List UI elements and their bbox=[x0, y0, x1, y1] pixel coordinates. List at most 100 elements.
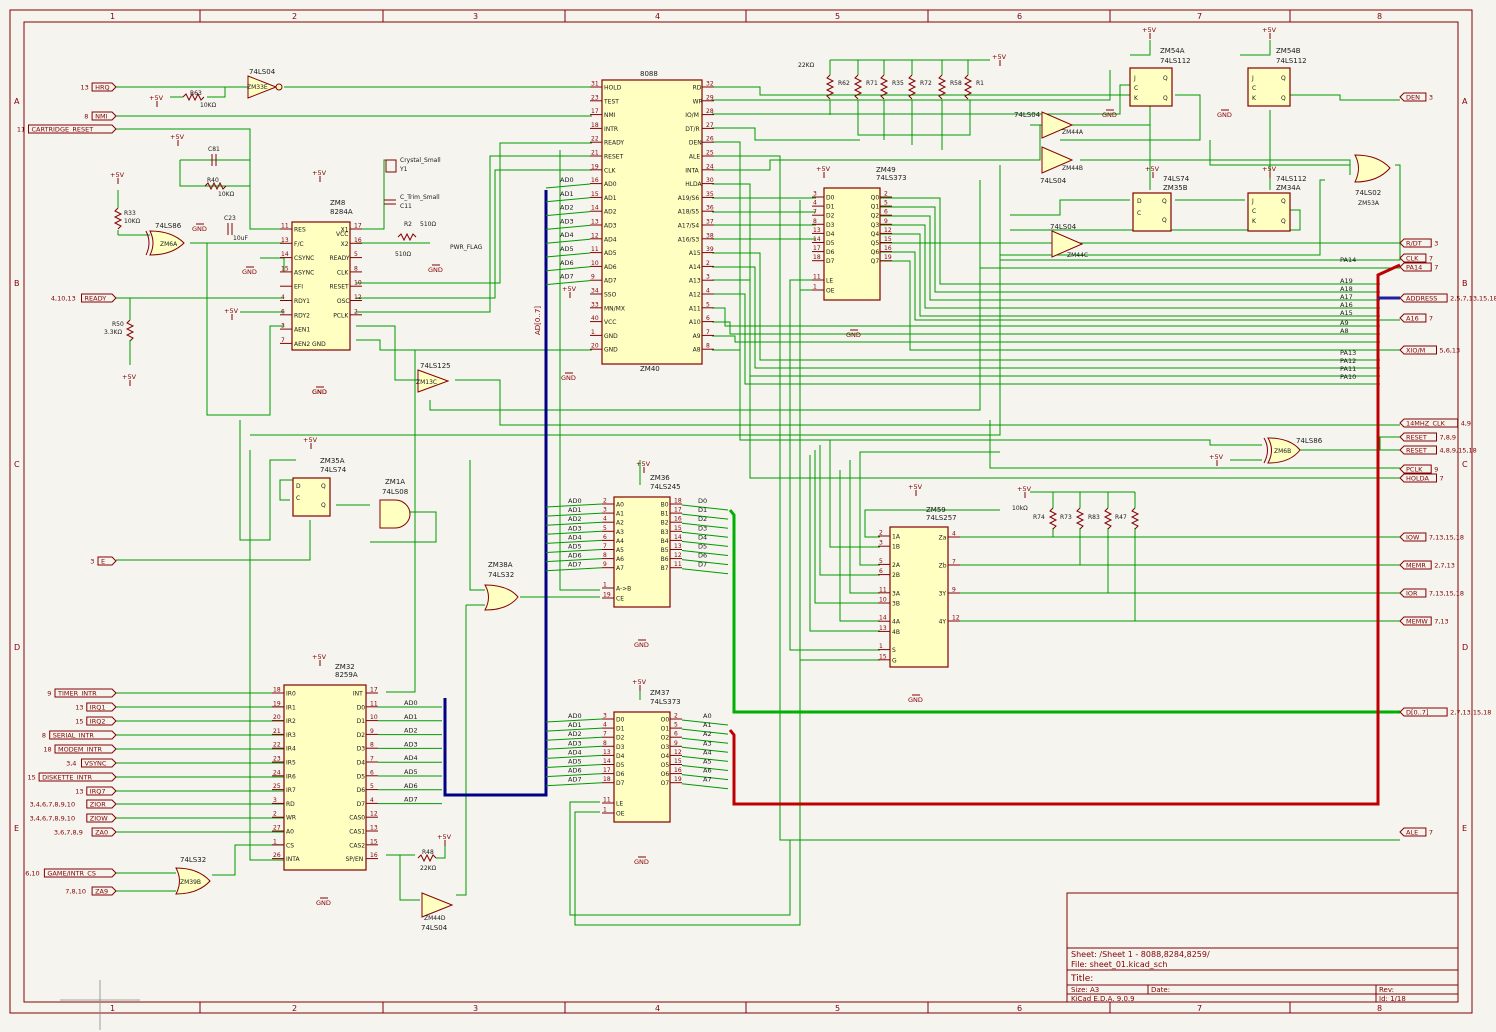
border-col-top: 8 bbox=[1377, 12, 1382, 21]
title-block-sheet: Sheet: /Sheet 1 - 8088,8284,8259/ bbox=[1071, 950, 1210, 959]
ic-pin-label: INTA bbox=[286, 856, 300, 863]
ic-pin-label: IR6 bbox=[286, 773, 296, 780]
ic-pin-number: 15 bbox=[674, 758, 682, 765]
net-label-latch-ad: AD5 bbox=[568, 758, 582, 766]
net-label-xcvr-ad: AD1 bbox=[568, 506, 582, 514]
gnd-label: GND bbox=[242, 268, 257, 276]
gate-zm6b: 74LS86 ZM6B bbox=[1263, 437, 1323, 464]
ic-pin-number: 16 bbox=[674, 516, 682, 523]
ic-pin-number: 15 bbox=[884, 236, 892, 243]
ic-pin-label: D1 bbox=[616, 726, 625, 733]
ic-pin-label: CSYNC bbox=[294, 255, 314, 262]
net-wire bbox=[545, 238, 591, 244]
ad-bus-label: AD[0..7] bbox=[534, 306, 542, 335]
port-page-ref: 7 bbox=[1429, 829, 1433, 837]
ic-pin-label: A->B bbox=[616, 586, 631, 593]
gate-zm1a-ref: ZM1A bbox=[385, 478, 405, 486]
ic-pin-number: 3 bbox=[273, 797, 277, 804]
ic-pin-number: 8 bbox=[813, 218, 817, 225]
ic-pin-number: 9 bbox=[952, 587, 956, 594]
ic-pin-label: RDY2 bbox=[294, 312, 310, 319]
ic-pin-label: OE bbox=[826, 288, 835, 295]
net-label-pic-d: AD2 bbox=[404, 727, 418, 735]
port-page-ref: 3,6,7,8,9 bbox=[54, 829, 83, 837]
vcc-label: +5V bbox=[992, 53, 1007, 61]
resistor bbox=[1103, 507, 1113, 530]
net-label-right-bus: A17 bbox=[1340, 293, 1353, 301]
port-page-ref: 13 bbox=[81, 84, 89, 92]
ic-pin-label: CLK bbox=[337, 269, 350, 276]
r33-ref: R33 bbox=[124, 210, 136, 217]
net-wire bbox=[545, 558, 603, 563]
r2-value: 510Ω bbox=[420, 221, 436, 228]
gate-zm44d-name: 74LS04 bbox=[421, 924, 448, 932]
port-shape bbox=[1399, 92, 1427, 102]
ic-layer: 8088ZM4031HOLD23TEST17NMI18INTR22READY21… bbox=[272, 70, 960, 871]
c23-value: 10uF bbox=[233, 235, 248, 242]
ic-ref: ZM8 bbox=[330, 199, 345, 207]
gate-zm33e-ref: ZM33E bbox=[247, 84, 268, 91]
ic-pin-number: 6 bbox=[674, 731, 678, 738]
ic-pin-number: 7 bbox=[603, 543, 607, 550]
ff-zm54a-ref: ZM54A bbox=[1160, 47, 1185, 55]
port-page-ref: 4,8,9,15,18 bbox=[1440, 447, 1477, 455]
port-page-ref: 3,4 bbox=[66, 760, 76, 768]
ic-pin-number: 20 bbox=[591, 343, 599, 350]
port-label: MEMR bbox=[1406, 562, 1426, 570]
ic-pin-label: S bbox=[892, 647, 896, 654]
ic-pin-number: 7 bbox=[952, 559, 956, 566]
vcc-label: +5V bbox=[1142, 26, 1157, 34]
ic-pin-number: 3 bbox=[706, 274, 710, 281]
ic-pin-number: 20 bbox=[273, 714, 281, 721]
ic-pin-number: 11 bbox=[591, 246, 599, 253]
ic-xcvr: 74LS245ZM362A03A14A25A36A47A58A69A71A->B… bbox=[602, 474, 682, 608]
ic-pin-label: RD bbox=[693, 85, 702, 92]
ic-pin-number: 7 bbox=[706, 329, 710, 336]
ic-pin-number: 6 bbox=[603, 534, 607, 541]
gate-zm44a-name: 74LS04 bbox=[1014, 111, 1041, 119]
net-label-right-bus: PA14 bbox=[1340, 256, 1356, 264]
ic-pin-label: SSO bbox=[604, 292, 617, 299]
ic-pin-number: 9 bbox=[370, 728, 374, 735]
net-label-latch-ad: AD4 bbox=[568, 748, 582, 756]
gnd-label: GND bbox=[428, 266, 443, 274]
ic-pin-number: 1 bbox=[813, 284, 817, 291]
gnd-label: GND bbox=[1217, 111, 1232, 119]
ic-pin-number: 28 bbox=[706, 108, 714, 115]
port-label: PCLK bbox=[1406, 466, 1423, 474]
ic-pin-number: 18 bbox=[813, 254, 821, 261]
gate-zm53a: 74LS02 ZM53A bbox=[1354, 154, 1391, 207]
border-col-bottom: 4 bbox=[655, 1004, 660, 1013]
ic-pin-number: 2 bbox=[273, 811, 277, 818]
ic-body bbox=[889, 526, 949, 668]
net-label-pic-d: AD1 bbox=[404, 713, 418, 721]
gate-zm44a-ref: ZM44A bbox=[1062, 129, 1084, 136]
ic-pin-label: A6 bbox=[616, 556, 624, 563]
border-row-left: A bbox=[14, 97, 20, 106]
resistor bbox=[1048, 507, 1058, 530]
ic-pin-label: Za bbox=[939, 535, 947, 542]
ic-pin-number: 8 bbox=[370, 742, 374, 749]
ic-pin-number: 19 bbox=[273, 700, 281, 707]
ic-gnd-label: GND bbox=[312, 341, 326, 348]
ic-vcc-label: VCC bbox=[336, 231, 348, 238]
ic-body bbox=[823, 187, 881, 301]
ic-pin-label: D0 bbox=[826, 195, 835, 202]
net-label-xcvr-ad: AD7 bbox=[568, 561, 582, 569]
gnd-label: GND bbox=[634, 641, 649, 649]
ic-pin-number: 26 bbox=[273, 852, 281, 859]
ic-pin-label: IR2 bbox=[286, 718, 296, 725]
net-label-pic-d: AD6 bbox=[404, 782, 418, 790]
ic-pin-number: 16 bbox=[591, 177, 599, 184]
net-wire bbox=[545, 782, 603, 787]
border-col-top: 3 bbox=[473, 12, 478, 21]
gnd-label: GND bbox=[908, 696, 923, 704]
ic-pin-label: D0 bbox=[357, 704, 366, 711]
resistor bbox=[853, 74, 863, 100]
port-label: VSYNC bbox=[85, 760, 107, 768]
ic-pin-number: 40 bbox=[591, 315, 599, 322]
net-wire bbox=[545, 521, 603, 526]
